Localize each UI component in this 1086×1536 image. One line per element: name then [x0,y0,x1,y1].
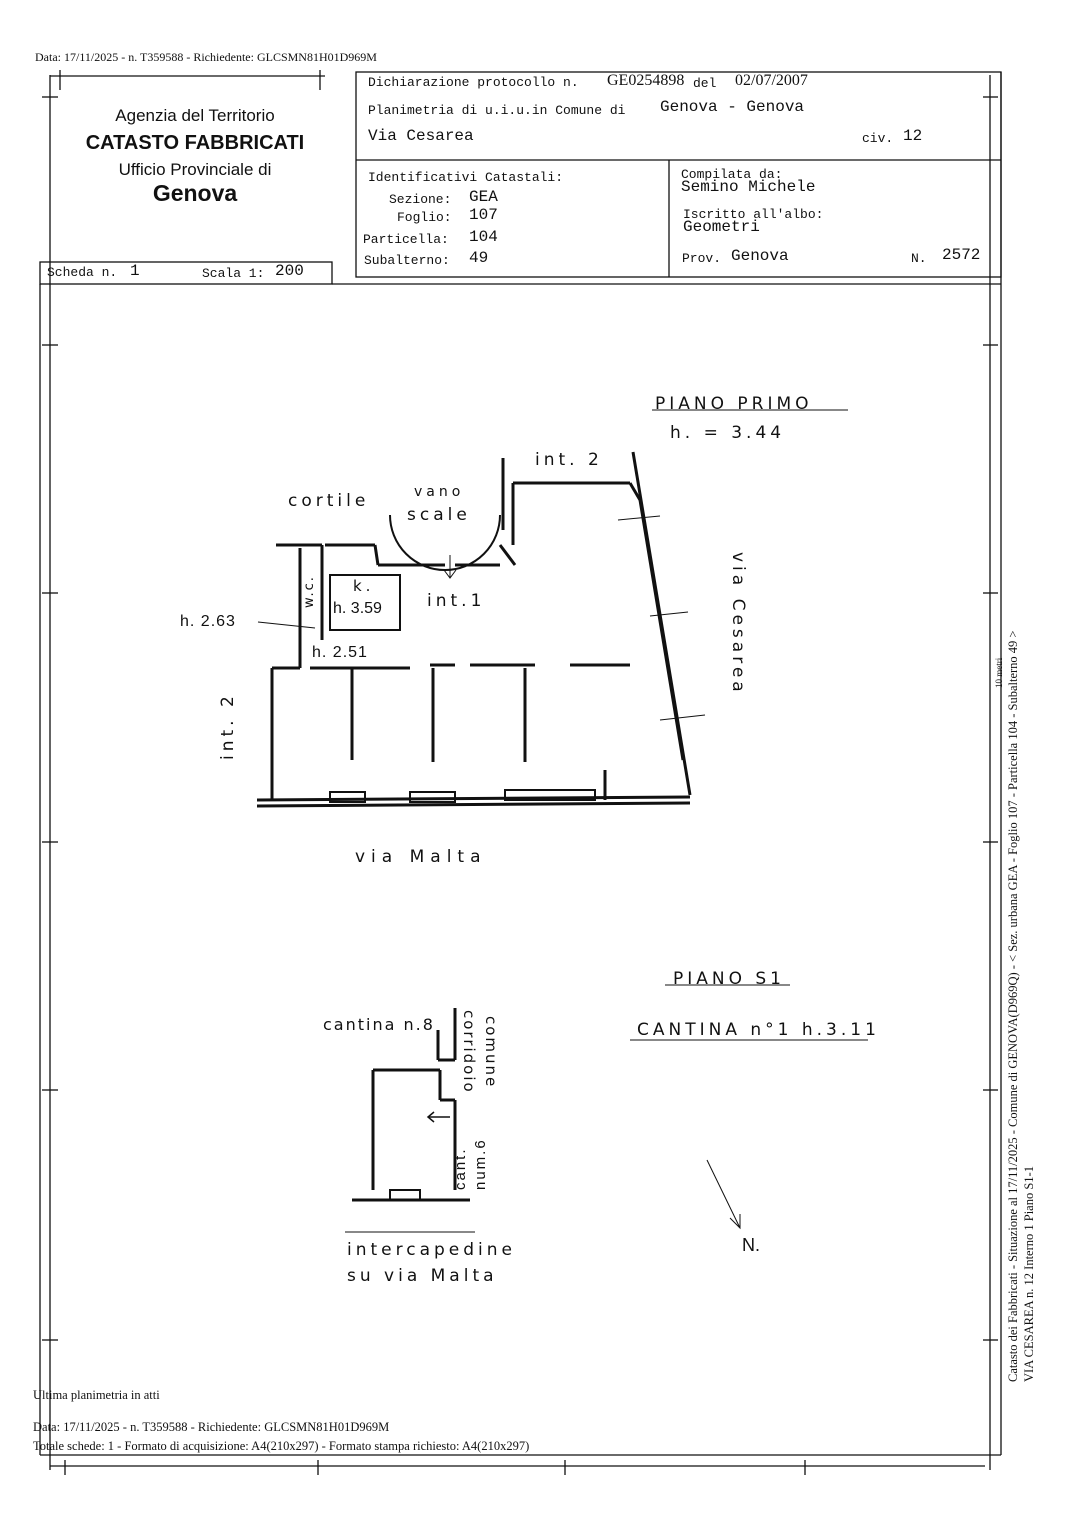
label-h263: h. 2.63 [180,613,236,630]
label-h251: h. 2.51 [312,644,368,661]
label-via-malta: via Malta [355,847,487,867]
label-int1: int.1 [427,591,486,611]
label-intercapedine: intercapedine [347,1240,516,1260]
floor-plan-piano-primo [256,451,692,808]
label-kitchen: k. [353,577,375,595]
side-text-line2: VIA CESAREA n. 12 Interno 1 Piano S1-1 [1022,1166,1036,1382]
scheda-label: Scheda n. [47,265,118,280]
label-int2-top: int. 2 [535,450,603,470]
compiler-title: Compilata da: [681,167,783,182]
foglio-label: Foglio: [397,210,452,225]
n-label: N. [911,251,927,266]
catasto-title: CATASTO FABBRICATI [85,132,305,154]
label-wc: w.c. [302,575,317,608]
planimetry-label: Planimetria di u.i.u.in Comune di [368,103,626,118]
scale-mark: 10 metri [994,657,1004,688]
sezione-label: Sezione: [389,192,452,207]
protocol-value: GE0254898 [607,72,685,89]
civ-value: 12 [903,127,923,145]
label-int2-left: int. 2 [218,692,238,760]
particella-label: Particella: [363,232,449,247]
piano-primo-height: h. = 3.44 [670,423,786,443]
label-comune: comune [482,1016,500,1089]
piano-s1-title: PIANO S1 [673,969,786,989]
agency-name: Agenzia del Territorio [115,106,275,125]
scale-value: 200 [275,262,304,280]
piano-primo-title: PIANO PRIMO [655,394,813,414]
protocol-label: Dichiarazione protocollo n. [368,75,579,90]
label-corridoio: corridoio [460,1010,478,1094]
scale-label: Scala 1: [202,266,265,281]
label-cant: cant. [452,1147,469,1190]
label-cantina8: cantina n.8 [323,1015,435,1034]
north-label: N. [742,1235,760,1255]
albo-value: Geometri [683,218,760,236]
street-value: Via Cesarea [368,127,474,145]
office-label: Ufficio Provinciale di [118,160,272,179]
footer-data: Data: 17/11/2025 - n. T359588 - Richiede… [33,1420,390,1434]
prov-value: Genova [731,247,789,265]
label-num6: num.6 [472,1138,489,1190]
label-scale: scale [407,505,471,525]
date-label: del [693,76,717,91]
foglio-value: 107 [469,206,498,224]
dimension-lines [257,409,868,1233]
date-value: 02/07/2007 [735,72,808,89]
prov-label: Prov. [682,251,722,266]
sezione-value: GEA [469,188,498,206]
label-cortile: cortile [288,491,370,511]
scheda-value: 1 [130,262,140,280]
label-vano: vano [414,484,465,500]
label-kitchen-height: h. 3.59 [333,600,382,617]
office-city: Genova [152,180,238,206]
cantina-label: CANTINA n°1 h.3.11 [637,1020,880,1040]
identifiers-title: Identificativi Catastali: [368,170,564,185]
albo-label: Iscritto all'albo: [683,207,824,222]
civ-label: civ. [862,131,894,146]
label-via-cesarea: via Cesarea [728,552,748,696]
subalterno-label: Subalterno: [364,253,450,268]
compiler-name: Semino Michele [681,178,816,196]
subalterno-value: 49 [469,249,489,267]
particella-value: 104 [469,228,498,246]
footer-totale: Totale schede: 1 - Formato di acquisizio… [33,1439,530,1453]
n-value: 2572 [942,246,981,264]
request-line: Data: 17/11/2025 - n. T359588 - Richiede… [35,50,377,64]
label-su-via-malta: su via Malta [347,1266,498,1286]
floor-plan-piano-s1 [352,1008,470,1202]
footer-ultima: Ultima planimetria in atti [33,1388,160,1402]
comune-value: Genova - Genova [660,98,805,116]
side-text-line1: Catasto dei Fabbricati - Situazione al 1… [1006,630,1020,1382]
